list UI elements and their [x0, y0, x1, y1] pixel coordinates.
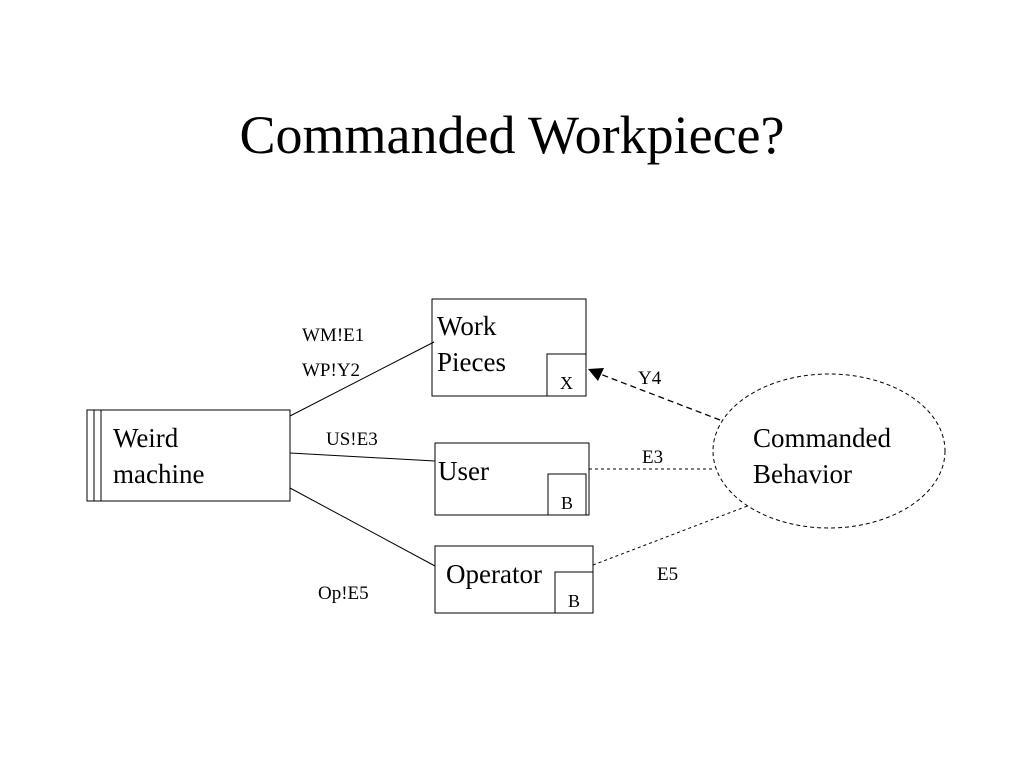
interface-label-op-e5: Op!E5 [318, 583, 369, 604]
reference-label-y4: Y4 [638, 368, 662, 389]
interface-label-wp-y2: WP!Y2 [302, 360, 361, 381]
workpieces-marker: X [560, 373, 573, 393]
interface-label-us-e3: US!E3 [326, 429, 378, 450]
ref-req-workpieces [599, 373, 721, 421]
workpieces-label: Work Pieces [437, 311, 506, 377]
link-machine-operator [289, 487, 436, 567]
workpieces-box [431, 298, 587, 397]
requirement-oval [712, 373, 946, 529]
user-box [434, 442, 590, 516]
machine-label: Weird machine [113, 423, 205, 489]
machine-box [86, 409, 291, 502]
reference-label-e3: E3 [642, 447, 664, 468]
requirement-label: Commanded Behavior [753, 423, 891, 489]
link-machine-workpieces [289, 341, 435, 417]
user-marker: B [560, 493, 573, 513]
ref-req-workpieces-arrowhead [588, 368, 604, 381]
workpieces-marker-box [546, 353, 587, 397]
operator-label: Operator [446, 559, 542, 589]
operator-marker: B [567, 591, 580, 611]
operator-marker-box [554, 571, 594, 614]
user-label: User [438, 456, 489, 486]
user-marker-box [547, 473, 587, 516]
slide-title: Commanded Workpiece? [239, 105, 785, 165]
ref-req-operator [592, 504, 751, 566]
link-machine-user [289, 452, 436, 462]
interface-label-wm-e1: WM!E1 [302, 325, 365, 346]
reference-label-e5: E5 [657, 564, 679, 585]
